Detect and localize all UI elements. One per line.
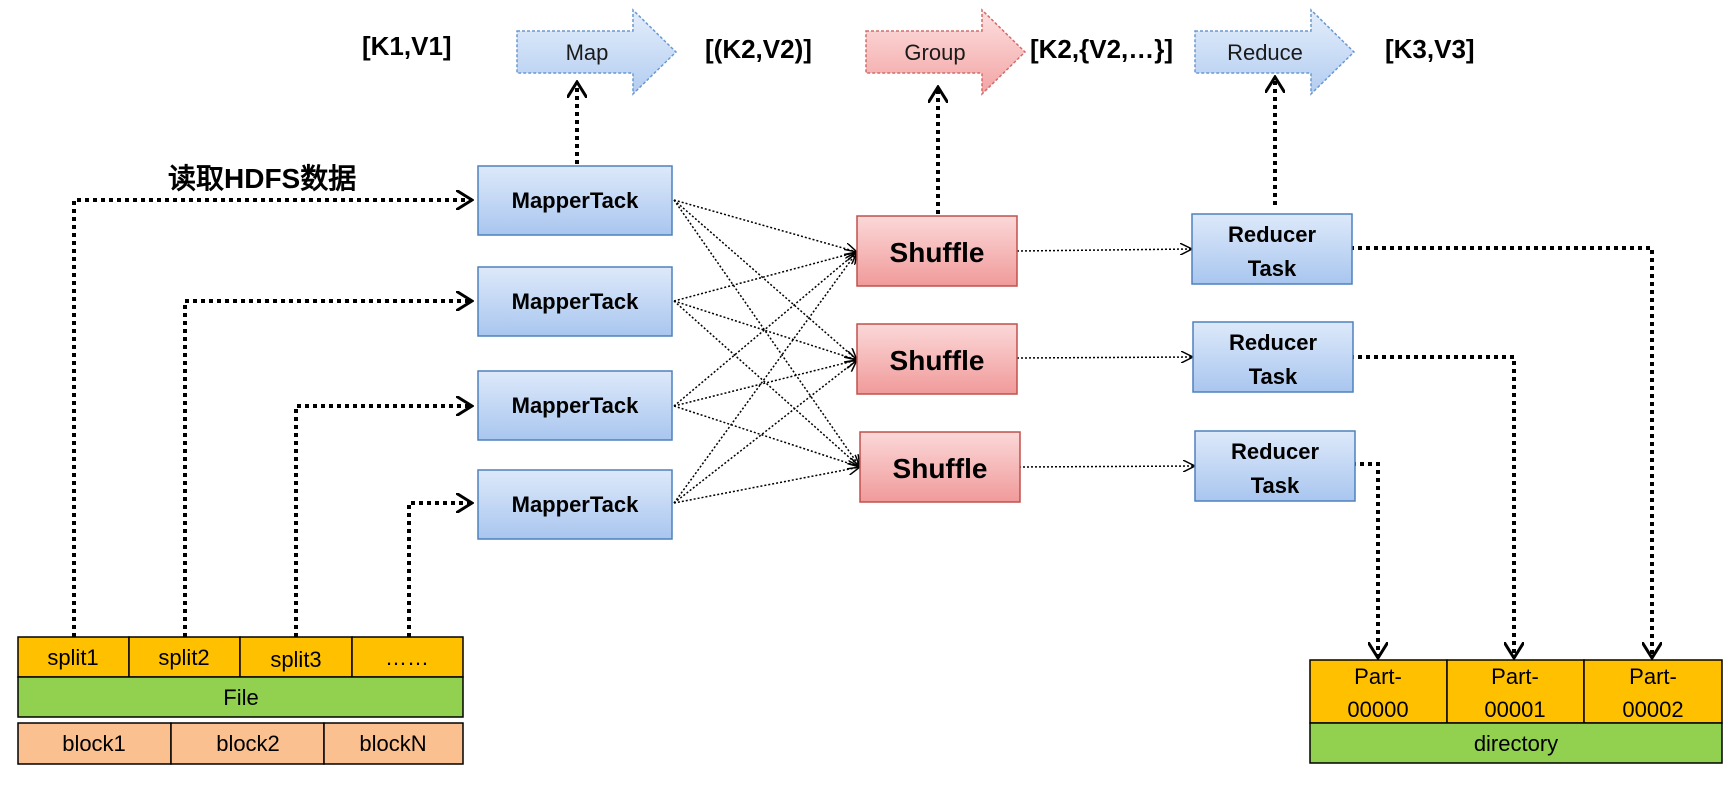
reducer-label-line1: Reducer bbox=[1228, 222, 1316, 247]
map-stage-label: Map bbox=[566, 40, 609, 65]
shuffle-reducer-connectors bbox=[1016, 249, 1195, 467]
block-cell: blockN bbox=[359, 731, 426, 756]
mapper-task-label: MapperTack bbox=[512, 289, 640, 314]
file-label: File bbox=[223, 685, 258, 710]
directory-label: directory bbox=[1474, 731, 1558, 756]
split-row: split1 split2 split3 …… bbox=[17, 636, 464, 678]
label-k3v3: [K3,V3] bbox=[1385, 34, 1475, 64]
reducer-task-3: Reducer Task bbox=[1194, 430, 1356, 502]
block-row: block1 block2 blockN bbox=[17, 722, 464, 765]
mapper-task-label: MapperTack bbox=[512, 492, 640, 517]
read-hdfs-label: 读取HDFS数据 bbox=[168, 163, 356, 194]
mapper-task-4: MapperTack bbox=[477, 469, 673, 540]
part-cell-line2: 00001 bbox=[1484, 697, 1545, 722]
part-cell-line1: Part- bbox=[1491, 664, 1539, 689]
file-bar bbox=[17, 676, 464, 718]
directory-bar bbox=[1309, 722, 1723, 764]
mapper-task-2: MapperTack bbox=[477, 266, 673, 337]
reducer-part-connectors bbox=[1350, 246, 1652, 658]
part-cell-line1: Part- bbox=[1629, 664, 1677, 689]
shuffle-2: Shuffle bbox=[856, 323, 1018, 395]
mapper-task-3: MapperTack bbox=[477, 370, 673, 441]
group-stage-arrow: Group bbox=[865, 8, 1027, 96]
reducer2-to-part1 bbox=[1350, 355, 1514, 658]
mapper-task-label: MapperTack bbox=[512, 188, 640, 213]
reducer-label-line1: Reducer bbox=[1231, 439, 1319, 464]
reduce-stage-label: Reduce bbox=[1227, 40, 1303, 65]
reducer-label-line2: Task bbox=[1248, 256, 1297, 281]
part-cell-line2: 00000 bbox=[1347, 697, 1408, 722]
reducer-label-line2: Task bbox=[1249, 364, 1298, 389]
input-file: split1 split2 split3 …… File block1 bloc… bbox=[17, 636, 464, 765]
reducer-label-line1: Reducer bbox=[1229, 330, 1317, 355]
mapper-shuffle-connectors bbox=[673, 199, 860, 504]
split3-to-mapper3 bbox=[294, 406, 472, 637]
reducer1-to-part2 bbox=[1350, 246, 1652, 658]
label-k1v1: [K1,V1] bbox=[362, 31, 452, 61]
reducer-task-1: Reducer Task bbox=[1191, 213, 1353, 285]
split-cell: split3 bbox=[270, 647, 321, 672]
shuffle-label: Shuffle bbox=[890, 345, 985, 376]
shuffle-label: Shuffle bbox=[893, 453, 988, 484]
mapper-task-1: MapperTack bbox=[477, 165, 673, 236]
reducer3-to-part0 bbox=[1352, 462, 1378, 658]
output-directory: Part- 00000 Part- 00001 Part- 00002 dire… bbox=[1309, 659, 1723, 764]
part-cell-line2: 00002 bbox=[1622, 697, 1683, 722]
split-cell: split1 bbox=[47, 645, 98, 670]
block-cell: block1 bbox=[62, 731, 126, 756]
shuffle-label: Shuffle bbox=[890, 237, 985, 268]
reducer-task-2: Reducer Task bbox=[1192, 321, 1354, 393]
splitN-to-mapper4 bbox=[407, 503, 472, 637]
split-cell: …… bbox=[385, 645, 429, 670]
map-stage-arrow: Map bbox=[516, 8, 678, 96]
split2-to-mapper2 bbox=[183, 301, 472, 637]
reducer-label-line2: Task bbox=[1251, 473, 1300, 498]
split-mapper-connectors bbox=[72, 200, 472, 637]
label-k2-grouped: [K2,{V2,…}] bbox=[1030, 34, 1173, 64]
group-stage-label: Group bbox=[904, 40, 965, 65]
shuffle-3: Shuffle bbox=[859, 431, 1021, 503]
mapper-task-label: MapperTack bbox=[512, 393, 640, 418]
split1-to-mapper1 bbox=[72, 200, 472, 637]
shuffle-1: Shuffle bbox=[856, 215, 1018, 287]
split-cell: split2 bbox=[158, 645, 209, 670]
block-cell: block2 bbox=[216, 731, 280, 756]
label-k2v2: [(K2,V2)] bbox=[705, 34, 812, 64]
reduce-stage-arrow: Reduce bbox=[1194, 8, 1356, 96]
part-cell-line1: Part- bbox=[1354, 664, 1402, 689]
